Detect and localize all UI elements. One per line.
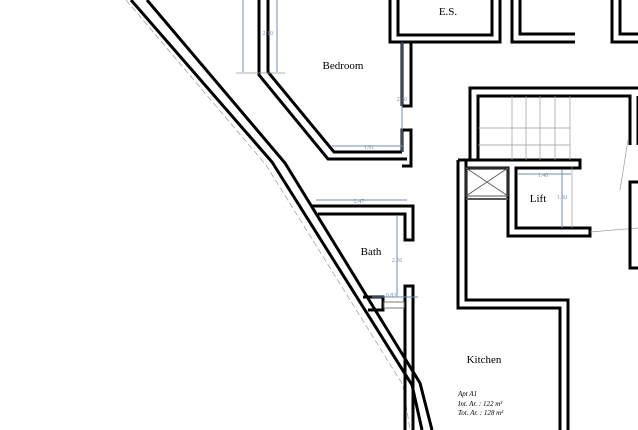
apartment-name: Apt A1 (457, 390, 477, 398)
room-label-lift: Lift (530, 193, 547, 205)
room-label-bedroom: Bedroom (323, 60, 364, 72)
stair-treads (478, 96, 571, 160)
dim-lift-depth: 1.50 (557, 195, 568, 201)
dim-bath-side: 2.26 (392, 258, 403, 264)
bedroom-walls (257, 0, 413, 168)
ensuite-walls (388, 0, 638, 44)
dim-bedroom-side: 2.80 (397, 97, 408, 103)
dim-bedroom-height: 2.10 (263, 31, 274, 37)
room-label-kitchen: Kitchen (467, 354, 502, 366)
bath-walls (312, 204, 415, 430)
apartment-total-area: Tot. Ar. : 128 m² (458, 409, 504, 417)
dim-bedroom-bottom: 1.91 (364, 145, 375, 151)
dim-lift-width: 1.40 (538, 173, 549, 179)
core-walls (456, 86, 638, 430)
dim-bath-door: 0.82 (386, 293, 397, 299)
dimension-lines (236, 0, 573, 298)
room-label-es: E.S. (439, 6, 458, 18)
dim-bath-top: 2.47 (354, 199, 365, 205)
apartment-internal-area: Int. Ar. : 122 m² (457, 400, 503, 408)
room-label-bath: Bath (361, 246, 382, 258)
